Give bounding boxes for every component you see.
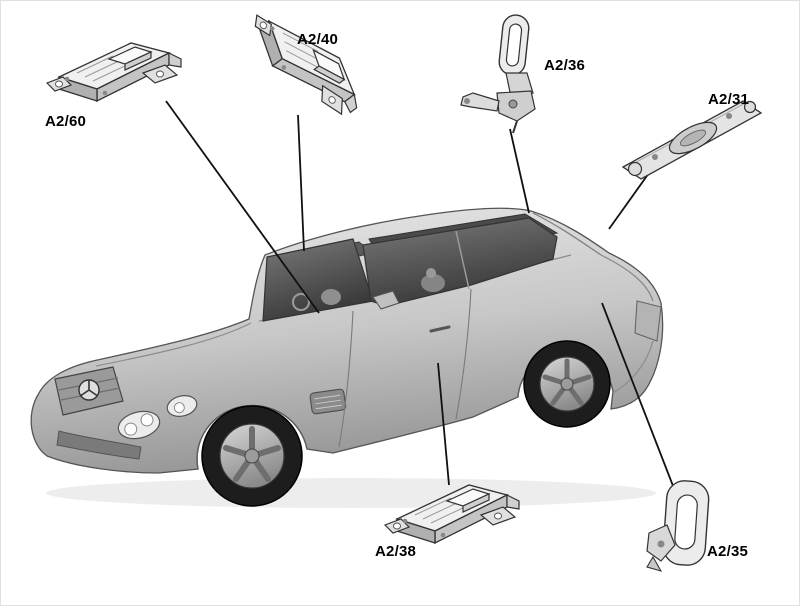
headrest	[426, 268, 436, 278]
c-pillar-line	[532, 212, 602, 256]
label-a2-38: A2/38	[375, 543, 417, 560]
leader-line-a2-35	[601, 302, 676, 492]
fender-vent	[309, 388, 347, 415]
antenna-module-a2-40	[241, 1, 371, 134]
leader-line-a2-40	[297, 114, 305, 252]
label-a2-60: A2/60	[45, 113, 87, 130]
side-windows	[362, 217, 558, 307]
antenna-a2-35	[646, 480, 710, 572]
label-a2-40: A2/40	[297, 31, 339, 48]
mercedes-star-icon	[78, 379, 100, 401]
headlight-right	[166, 395, 198, 417]
hood-crease	[95, 322, 252, 367]
leader-line-a2-36	[509, 128, 530, 214]
door-seam-front	[338, 310, 354, 448]
antenna-a2-36	[460, 14, 536, 134]
door-seam-rear	[455, 288, 472, 420]
rear-bumper-crease	[612, 340, 654, 394]
label-a2-31: A2/31	[708, 91, 750, 108]
tail-lamp	[634, 300, 662, 342]
antenna-amplifier-a2-31	[621, 100, 763, 180]
antenna-module-a2-60	[46, 42, 182, 102]
leader-line-a2-60	[165, 100, 320, 314]
rear-wheel	[523, 340, 611, 428]
trunk-crease	[600, 254, 654, 302]
leader-lines	[165, 100, 676, 492]
driver-seat	[321, 289, 341, 305]
headlight-left	[117, 410, 161, 440]
bumper-intake	[56, 430, 142, 460]
side-mirror	[372, 290, 400, 310]
passenger-seat	[421, 274, 445, 292]
label-a2-35: A2/35	[707, 543, 749, 560]
door-handle	[429, 325, 451, 333]
window-divider	[455, 230, 470, 290]
front-wheel	[201, 405, 303, 507]
leader-line-a2-38	[437, 362, 450, 486]
ground-shadow	[46, 478, 656, 508]
car-illustration	[30, 207, 664, 507]
steering-wheel	[292, 293, 310, 311]
label-a2-36: A2/36	[544, 57, 586, 74]
